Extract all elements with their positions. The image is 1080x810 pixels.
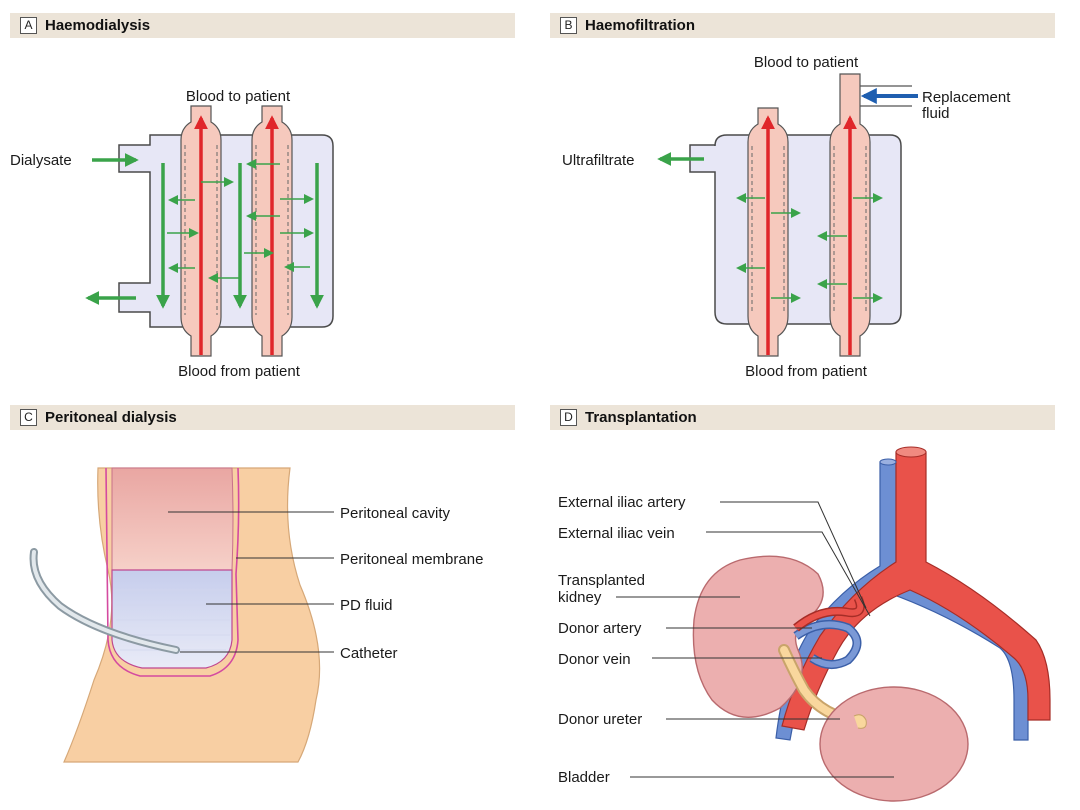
label-a-blood-from-patient: Blood from patient	[178, 363, 301, 380]
label-replacement-fluid-2: fluid	[922, 105, 950, 122]
label-pd-fluid: PD fluid	[340, 597, 393, 614]
label-b-blood-from-patient: Blood from patient	[745, 363, 868, 380]
label-catheter: Catheter	[340, 645, 398, 662]
label-donor-ureter: Donor ureter	[558, 711, 642, 728]
label-donor-vein: Donor vein	[558, 651, 631, 668]
peritoneal-cavity	[111, 467, 234, 571]
panel-a-letter: A	[20, 17, 37, 34]
label-peritoneal-membrane: Peritoneal membrane	[340, 551, 483, 568]
panel-d-transplantation: External iliac artery External iliac vei…	[558, 446, 1051, 802]
label-transplanted-kidney-2: kidney	[558, 589, 602, 606]
label-a-blood-to-patient: Blood to patient	[186, 88, 291, 105]
panel-c-header: C Peritoneal dialysis	[10, 405, 515, 430]
panel-b-haemofiltration: Blood to patient Blood from patient Repl…	[562, 54, 1011, 380]
label-replacement-fluid-1: Replacement	[922, 89, 1011, 106]
exchange-arrows-b	[736, 193, 883, 303]
label-peritoneal-cavity: Peritoneal cavity	[340, 505, 451, 522]
bladder-organ	[819, 686, 969, 802]
panel-b-letter: B	[560, 17, 577, 34]
panel-b-title: Haemofiltration	[585, 17, 696, 34]
panel-a-title: Haemodialysis	[45, 17, 151, 34]
panel-a-haemodialysis: Blood to patient Blood from patient Dial…	[10, 88, 334, 380]
label-transplanted-kidney-1: Transplanted	[558, 572, 645, 589]
peritoneal-membrane	[105, 467, 240, 677]
panel-d-header: D Transplantation	[550, 405, 1055, 430]
panel-c-letter: C	[20, 409, 37, 426]
panel-b-header: B Haemofiltration	[550, 13, 1055, 38]
panel-d-title: Transplantation	[585, 409, 697, 426]
pd-fluid	[111, 569, 233, 669]
label-donor-artery: Donor artery	[558, 620, 642, 637]
panel-c-peritoneal-dialysis: Peritoneal cavity Peritoneal membrane PD…	[29, 467, 483, 763]
panel-a-header: A Haemodialysis	[10, 13, 515, 38]
label-bladder: Bladder	[558, 769, 610, 786]
label-b-blood-to-patient: Blood to patient	[754, 54, 859, 71]
label-external-iliac-artery: External iliac artery	[558, 494, 686, 511]
label-external-iliac-vein: External iliac vein	[558, 525, 675, 542]
label-dialysate: Dialysate	[10, 152, 72, 169]
exchange-arrows-a	[167, 159, 314, 283]
panel-c-title: Peritoneal dialysis	[45, 409, 177, 426]
panel-d-letter: D	[560, 409, 577, 426]
label-ultrafiltrate: Ultrafiltrate	[562, 152, 635, 169]
dialyser-chamber	[118, 134, 334, 328]
